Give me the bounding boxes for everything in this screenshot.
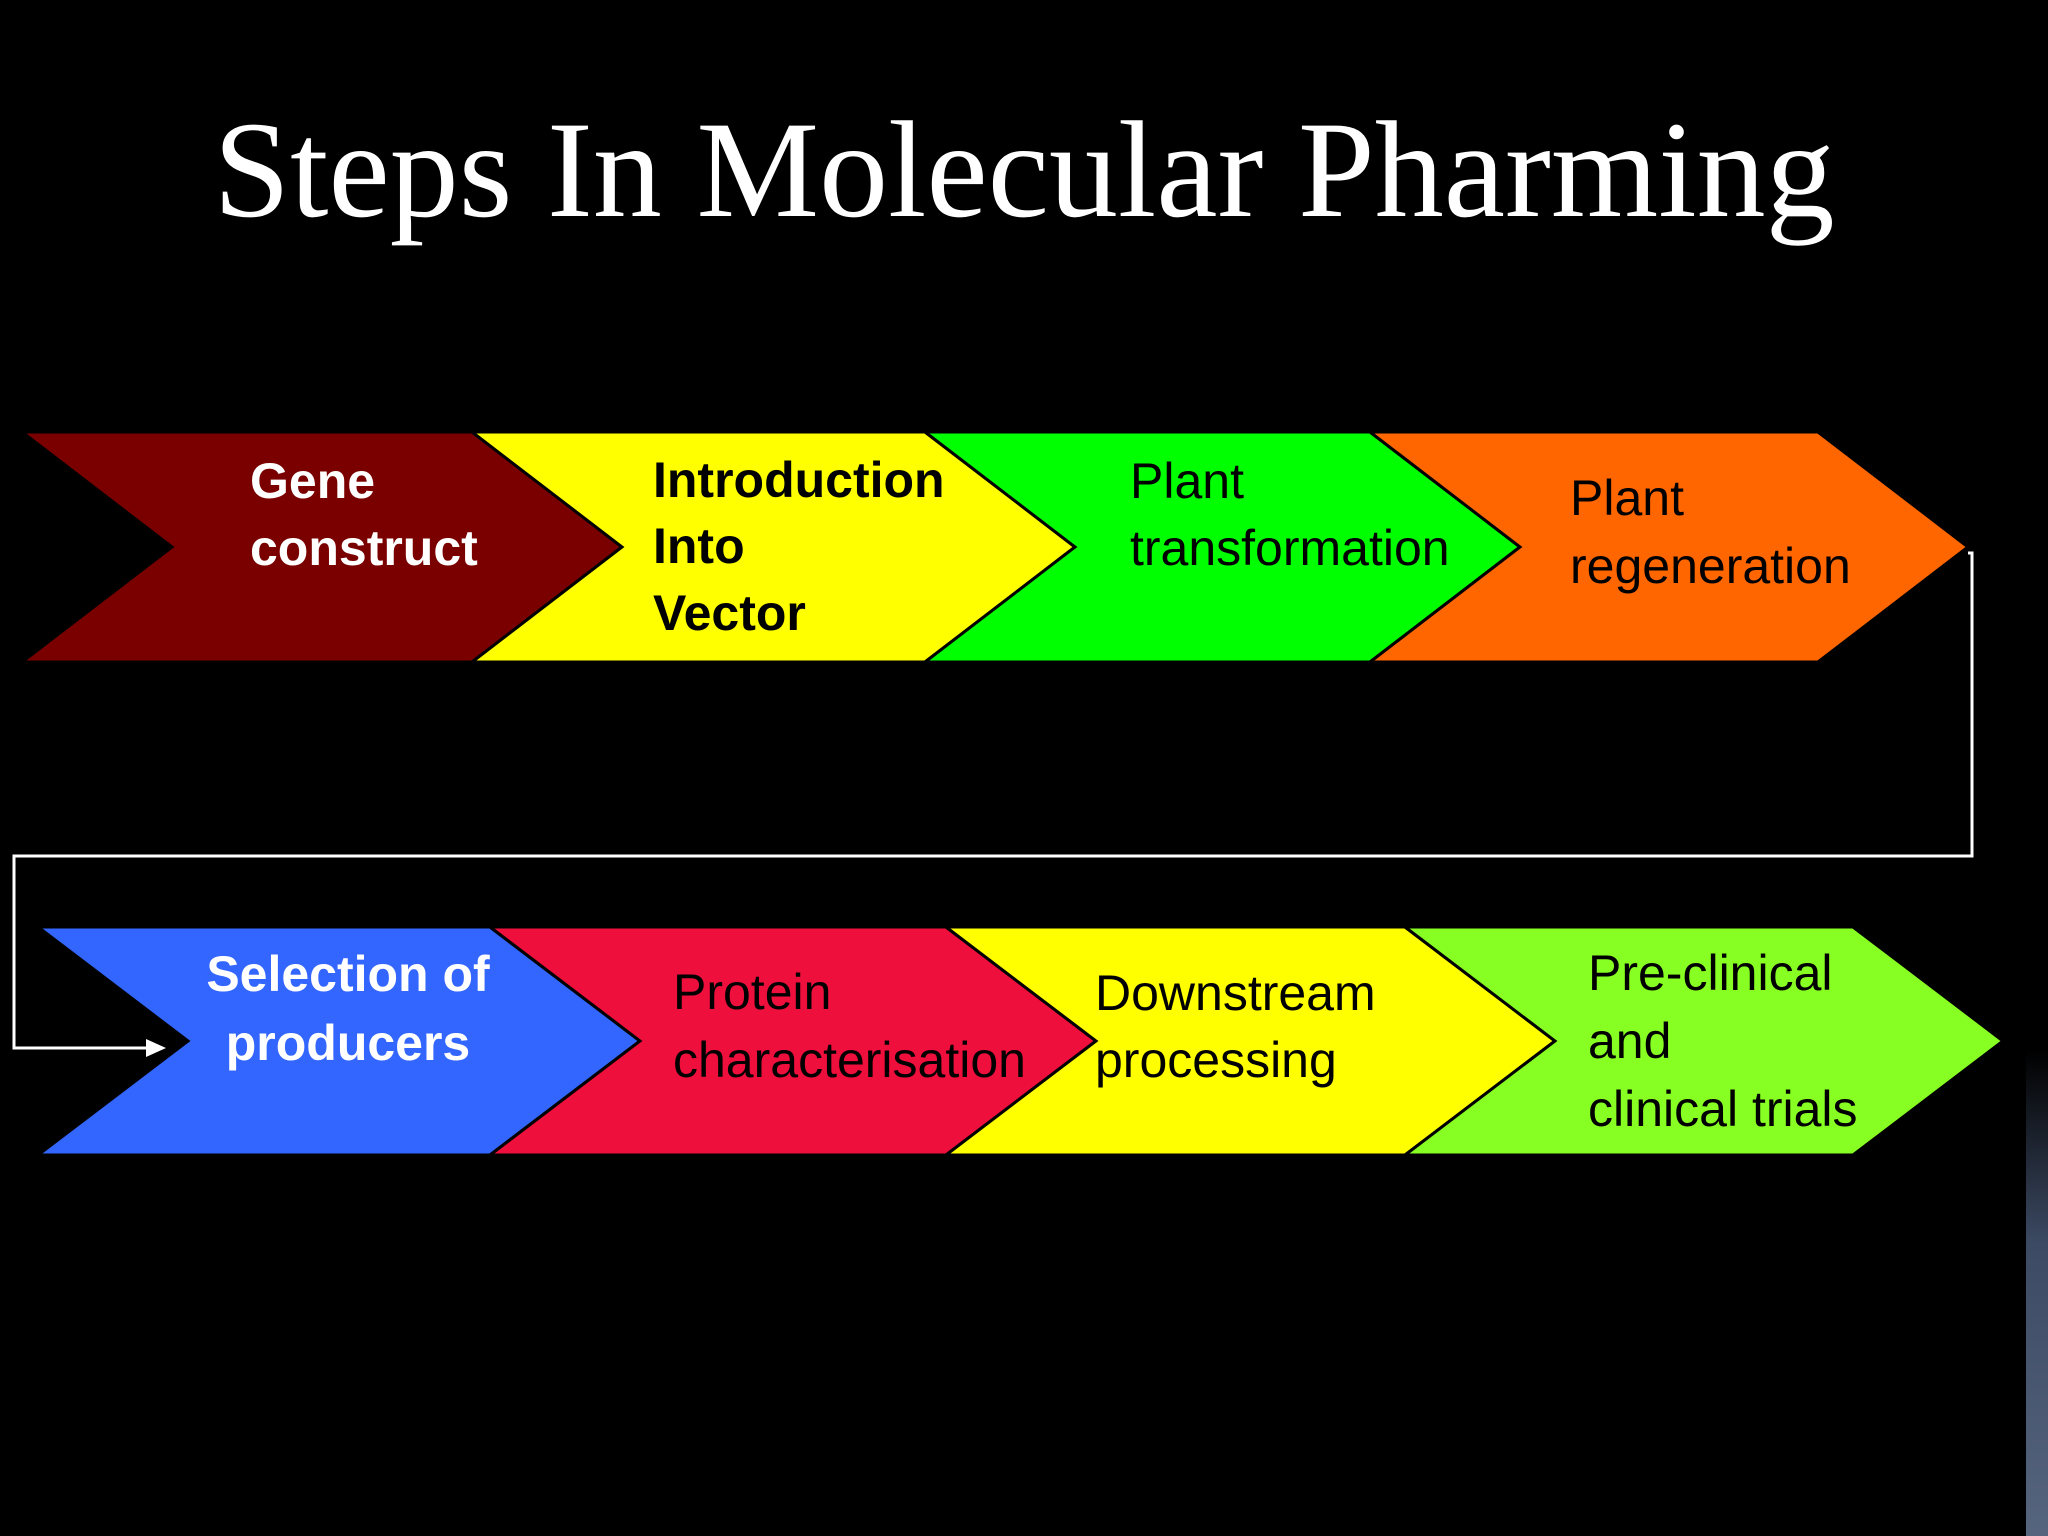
step-label-line: Downstream [1095, 965, 1376, 1021]
step-shape [1365, 430, 1971, 664]
step-label-line: Gene [250, 453, 375, 509]
step-label-line: Plant [1570, 470, 1684, 526]
edge-glow [2026, 1050, 2048, 1536]
step-label-line: regeneration [1570, 538, 1851, 594]
step-label-line: Pre-clinical [1588, 945, 1833, 1001]
step-label-line: producers [226, 1015, 471, 1071]
step-label-line: processing [1095, 1032, 1337, 1088]
step-chevron: Plant transformation [920, 430, 1523, 664]
step-chevron: Pre-clinical and clinical trials [1400, 925, 2006, 1157]
step-label-line: Plant [1130, 453, 1244, 509]
step-chevron: Selection of producers [33, 925, 643, 1157]
arrowhead-icon [146, 1039, 166, 1057]
step-label-line: Protein [673, 964, 831, 1020]
row-2: Selection of producers Protein characterisa… [33, 925, 2006, 1157]
slide-title: Steps In Molecular Pharming [213, 93, 1835, 246]
step-label-line: and [1588, 1013, 1671, 1069]
step-label-line: construct [250, 520, 478, 576]
step-shape [1400, 925, 2006, 1157]
connector-line [12, 551, 1974, 1050]
step-chevron: Plant regeneration [1365, 430, 1971, 664]
step-label-line: Vector [653, 585, 806, 641]
step-label-line: Introduction [653, 452, 945, 508]
step-label-line: clinical trials [1588, 1081, 1858, 1137]
step-label-line: Into [653, 518, 745, 574]
step-label-line: characterisation [673, 1032, 1026, 1088]
step-label-line: transformation [1130, 520, 1450, 576]
step-chevron: Protein characterisation [485, 925, 1099, 1157]
row-connector [12, 551, 1974, 1057]
step-label-line: Selection of [206, 946, 490, 1002]
